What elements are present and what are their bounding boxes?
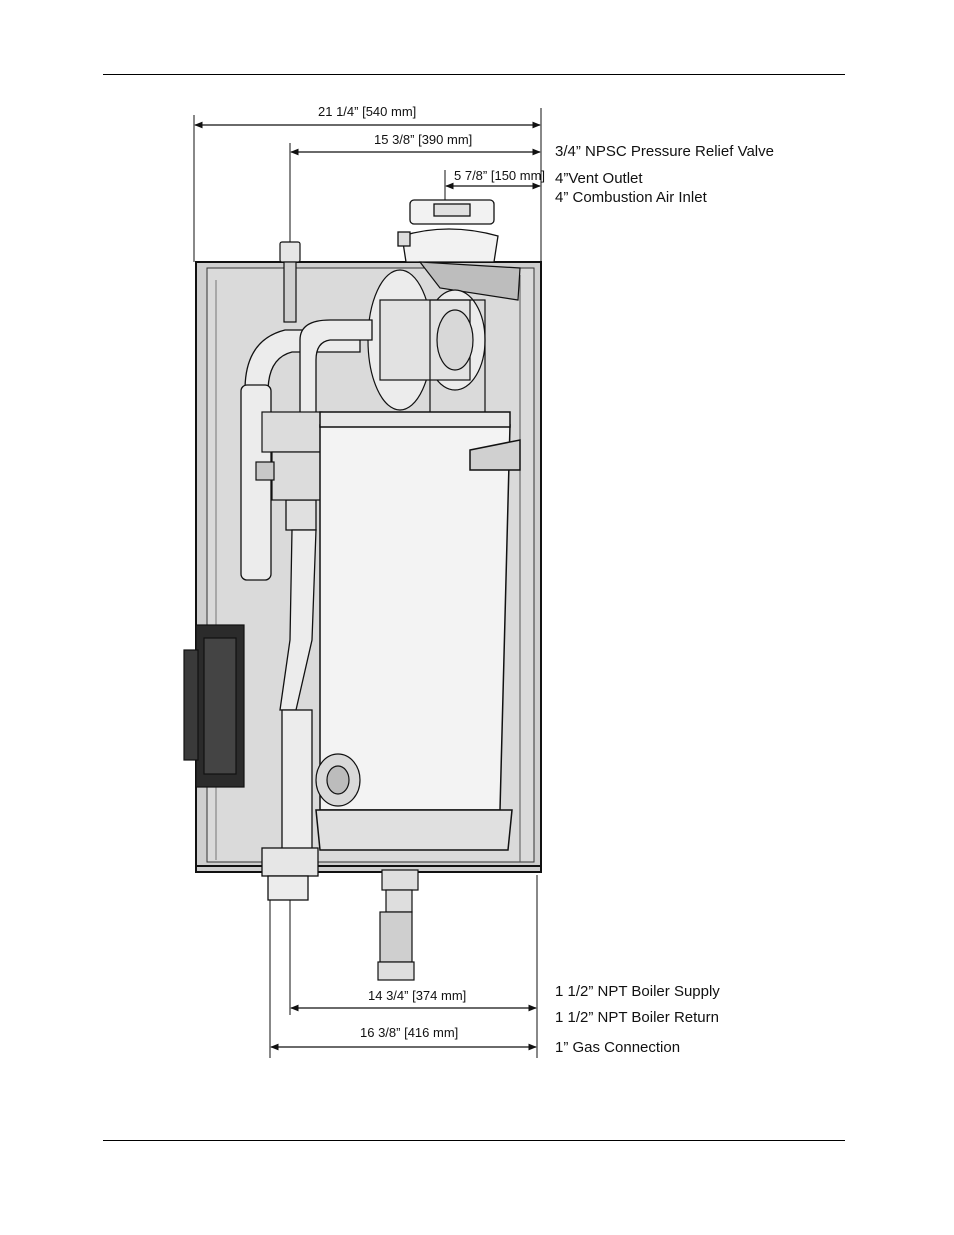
relief-valve-offset-label: 15 3/8” [390 mm] bbox=[374, 132, 472, 147]
control-panel bbox=[184, 625, 244, 787]
vent-adapter bbox=[398, 200, 498, 262]
supply-offset-label: 14 3/4” [374 mm] bbox=[368, 988, 466, 1003]
overall-width-label: 21 1/4” [540 mm] bbox=[318, 104, 416, 119]
vent-outlet-callout: 4”Vent Outlet bbox=[555, 170, 643, 187]
air-inlet-callout: 4” Combustion Air Inlet bbox=[555, 189, 707, 206]
gas-connection-fitting bbox=[378, 870, 418, 980]
boiler-supply-callout: 1 1/2” NPT Boiler Supply bbox=[555, 983, 720, 1000]
gas-connection-callout: 1” Gas Connection bbox=[555, 1039, 680, 1056]
boiler-return-callout: 1 1/2” NPT Boiler Return bbox=[555, 1009, 719, 1026]
relief-valve-callout: 3/4” NPSC Pressure Relief Valve bbox=[555, 143, 774, 160]
vent-offset-label: 5 7/8” [150 mm] bbox=[454, 168, 545, 183]
circulator-pump bbox=[316, 754, 360, 806]
return-offset-label: 16 3/8” [416 mm] bbox=[360, 1025, 458, 1040]
